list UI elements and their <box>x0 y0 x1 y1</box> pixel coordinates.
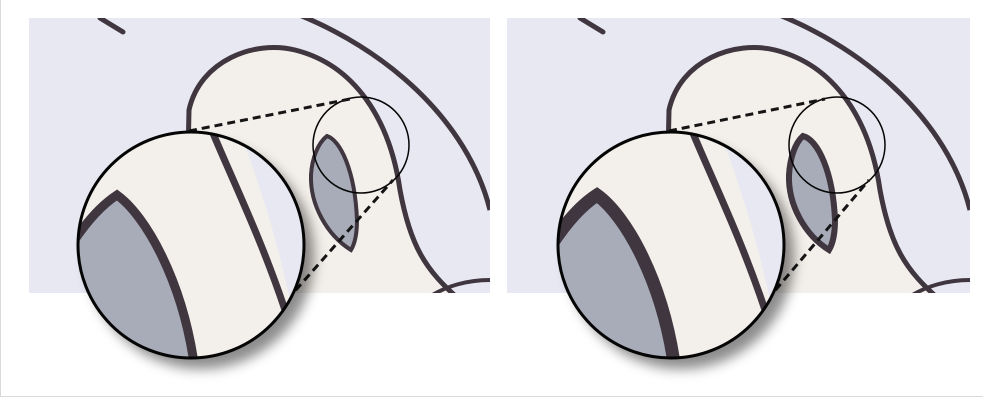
right-illustration <box>485 0 970 397</box>
left-illustration <box>5 0 490 397</box>
left-illustration-panel <box>5 0 490 397</box>
right-illustration-panel <box>485 0 970 397</box>
